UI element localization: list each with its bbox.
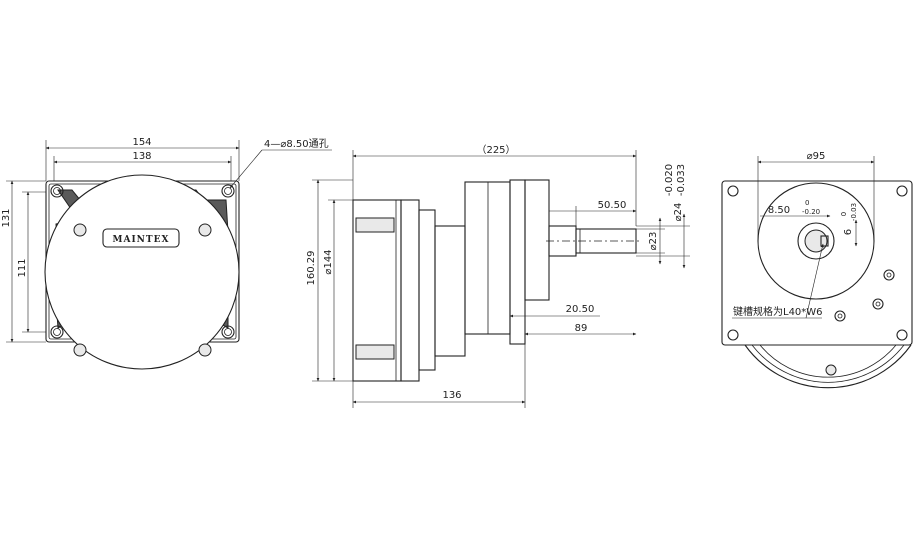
brand-plate	[102, 228, 180, 248]
dim-height: 160.29	[306, 251, 317, 286]
side-reducer	[418, 209, 436, 371]
corner-hole-icon	[727, 329, 739, 341]
corner-hole-icon	[50, 325, 64, 339]
keyway-note: 键槽规格为L40*W6	[733, 305, 823, 318]
screw-head-icon	[834, 310, 846, 322]
corner-hole-icon	[896, 329, 908, 341]
brand-plate-text: MAINTEX	[113, 235, 170, 245]
screw-head-icon	[73, 343, 87, 357]
dim-height-inner: 111	[17, 258, 28, 277]
end-flange-plate	[721, 180, 913, 346]
dim-key-width-tol-lower: -0.20	[802, 208, 820, 216]
dim-shaft-length: 50.50	[598, 200, 627, 211]
dim-flange-offset: 20.50	[566, 304, 595, 315]
screw-head-icon	[198, 223, 212, 237]
front-view: MAINTEX 154 138 131 111 4—⌀8.50通孔	[1, 137, 332, 370]
screw-head-icon	[825, 364, 837, 376]
corner-hole-icon	[221, 184, 235, 198]
end-motor-outline	[744, 344, 912, 389]
screw-head-icon	[198, 343, 212, 357]
dim-total-length: （225）	[476, 144, 515, 156]
dim-pilot-circle: ⌀95	[807, 151, 826, 162]
dim-key-depth: 6	[843, 229, 854, 235]
shaft-end	[804, 229, 828, 253]
corner-hole-icon	[50, 184, 64, 198]
screw-head-icon	[872, 298, 884, 310]
corner-hole-icon	[727, 185, 739, 197]
dim-width-inner: 138	[132, 151, 151, 162]
end-view: ⌀95 8.50 0 -0.20 6 0 -0.03 键槽规格为L40*W6	[721, 151, 913, 389]
dim-body-diameter: ⌀144	[323, 249, 334, 274]
side-flange	[509, 179, 526, 345]
keyway	[820, 235, 829, 247]
dim-pilot-diameter: ⌀24	[673, 203, 684, 222]
dim-pilot-tol-lower: -0.033	[676, 164, 687, 196]
corner-hole-icon	[221, 325, 235, 339]
corner-hole-icon	[896, 185, 908, 197]
dim-key-width-tol-upper: 0	[805, 199, 809, 207]
dim-pilot-tol-upper: -0.020	[664, 164, 675, 196]
front-motor-circle	[44, 174, 240, 370]
dim-key-depth-tol-lower: -0.03	[850, 203, 858, 221]
dim-height-outer: 131	[1, 208, 12, 227]
dim-key-width: 8.50	[768, 205, 790, 216]
hole-callout: 4—⌀8.50通孔	[264, 138, 329, 150]
dim-key-depth-tol-upper: 0	[840, 212, 848, 216]
dim-flange-to-end: 89	[575, 323, 588, 334]
screw-head-icon	[73, 223, 87, 237]
dim-shaft-diameter: ⌀23	[648, 232, 659, 251]
dim-width-outer: 154	[132, 137, 151, 148]
screw-head-icon	[883, 269, 895, 281]
side-view: （225） 136 160.29 ⌀144 50.50 ⌀23 ⌀24 -0.0…	[306, 144, 690, 408]
dim-body-length: 136	[442, 390, 461, 401]
